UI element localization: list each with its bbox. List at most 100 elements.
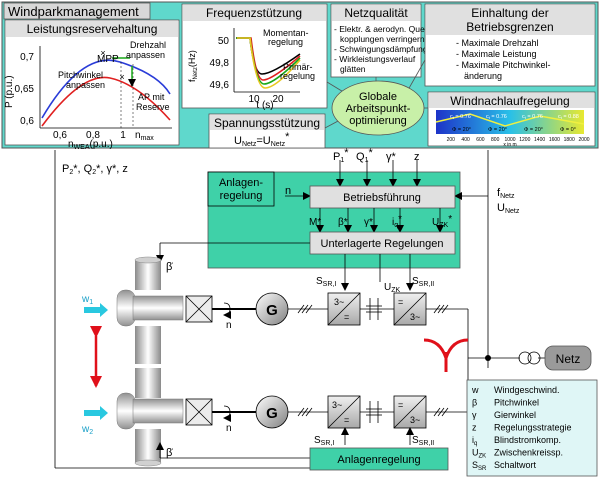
signal-uzk: UZK <box>384 282 401 294</box>
panel-title-box <box>3 2 151 20</box>
signal-uzk-star: UZK* <box>432 214 452 229</box>
converter-2-grid-side: = 3~ <box>393 395 427 429</box>
signal-f-netz: fNetz <box>497 187 515 200</box>
grid-label: Netz <box>556 352 581 366</box>
limits-item-1: - Maximale Drehzahl <box>456 38 539 48</box>
f-tick-49-6: 49,6 <box>210 80 230 91</box>
wake-x-tick: 1600 <box>549 137 560 143</box>
transformer-coil-1 <box>518 351 532 365</box>
wake-ct-label: ct = 0.76 <box>522 114 543 120</box>
label-speed-1: Drehzahl <box>130 40 166 50</box>
legend-description: Gierwinkel <box>494 410 536 420</box>
signal-gamma-star: γ* <box>364 217 373 228</box>
x-nmax: nmax <box>135 130 154 142</box>
legend-symbol: γ <box>472 410 477 420</box>
y-tick-0-6: 0,6 <box>20 116 34 127</box>
power-reserve-box: Leistungsreservehaltung 0,7 0,65 0,6 P (… <box>4 19 180 151</box>
operating-limits-box: Einhaltung der Betriebsgrenzen - Maximal… <box>424 3 596 87</box>
wake-x-tick: 400 <box>461 137 470 143</box>
power-reserve-title: Leistungsreservehaltung <box>27 22 158 36</box>
wake-ct-label: ct = 0.76 <box>486 114 507 120</box>
input-arrows <box>285 160 488 200</box>
nacelle-shaft-1 <box>132 295 184 321</box>
converter-1-machine-side: 3~ = <box>327 292 361 326</box>
blade-upper-2 <box>135 368 161 398</box>
signal-p2-q2: P2*, Q2*, γ*, z <box>62 163 128 176</box>
signal-ssr-2-bottom: SSR,II <box>412 435 434 447</box>
wake-phi-label: Φ = 20° <box>488 127 507 133</box>
wake-phi-label: Φ = 0° <box>560 127 576 133</box>
legend-description: Blindstromkomp. <box>494 435 561 445</box>
signal-beta-star: β* <box>338 217 348 228</box>
wind-arrow-1 <box>84 303 108 317</box>
y-tick-0-7: 0,7 <box>20 52 34 63</box>
wind-park-management-panel: Windparkmanagement Leistungsreservehaltu… <box>1 1 599 151</box>
legend-description: Pitchwinkel <box>494 398 539 408</box>
svg-text:=: = <box>398 400 403 410</box>
tower-2 <box>135 429 161 463</box>
plant-control-label-1: Anlagen- <box>219 177 263 189</box>
signal-ssr-1-top: SSR,I <box>316 276 336 288</box>
bottom-control-lines <box>156 427 414 459</box>
legend-symbol: w <box>471 385 479 395</box>
nacelle-shaft-2 <box>132 398 184 424</box>
limits-item-3: - Maximale Pitchwinkel- <box>456 60 551 70</box>
tower-1 <box>135 326 161 364</box>
signal-iq-star: iq* <box>392 214 402 229</box>
wake-phi-label: Φ = 20° <box>524 127 543 133</box>
plant-control-bottom-label: Anlagenregelung <box>337 454 420 466</box>
hub-1 <box>116 289 136 327</box>
upper-power-curve <box>41 59 171 119</box>
legend-symbol: iq <box>472 435 477 447</box>
converter-1b-ac: 3~ <box>410 312 420 322</box>
legend-description: Zwischenkreissp. <box>494 448 563 458</box>
converter-2b-ac: 3~ <box>410 415 420 425</box>
label-moment-1: Momentan- <box>263 28 309 38</box>
gq-item-4: - Wirkleistungsverlauf <box>334 54 416 64</box>
wake-x-tick: 2000 <box>578 137 589 143</box>
generator-2-label: G <box>266 405 278 422</box>
mpp-cross: × <box>100 48 105 58</box>
gq-item-5: glätten <box>340 64 366 74</box>
f-tick-49-8: 49,8 <box>210 58 230 69</box>
wake-x-tick: 1800 <box>564 137 575 143</box>
label-speed-2: anpassen <box>126 50 165 60</box>
signal-n-1: n <box>226 320 232 331</box>
wake-x-tick: 200 <box>447 137 456 143</box>
t-tick-10: 10 <box>248 94 260 105</box>
wind-label-2: w2 <box>81 424 93 436</box>
freq-curve-yellow <box>237 37 301 89</box>
voltage-support-box: Spannungsstützung UNetz=UNetz* <box>208 113 326 149</box>
legend-symbol: UZK <box>472 448 486 460</box>
label-moment-2: regelung <box>268 37 303 47</box>
grid-quality-box: Netzqualität - Elektr. & aerodyn. Quer- … <box>330 3 431 78</box>
wake-phi-label: Φ = 20° <box>452 127 471 133</box>
signal-p1: P1* <box>333 147 349 164</box>
signal-z: z <box>414 151 420 163</box>
gq-item-1: - Elektr. & aerodyn. Quer- <box>334 24 431 34</box>
converter-2a-ac: 3~ <box>332 400 342 410</box>
converter-1a-ac: 3~ <box>334 297 344 307</box>
signal-n-top: n <box>285 185 291 197</box>
legend-description: Windgeschwind. <box>494 385 560 395</box>
power-lines-1 <box>288 298 469 358</box>
global-optimization-node: Globale Arbeitspunkt- optimierung <box>331 80 425 136</box>
svg-text:=: = <box>344 415 349 425</box>
signal-u-netz: UNetz <box>497 202 520 215</box>
label-primary-2: regelung <box>280 71 315 81</box>
legend-box <box>466 379 598 477</box>
plant-control-label-box <box>207 171 275 207</box>
operation-control-label: Betriebsführung <box>343 192 421 204</box>
sub-control-signal-lines <box>156 242 414 291</box>
signal-m-star: M* <box>309 217 321 228</box>
wake-ct-label: ct = 0.76 <box>450 114 471 120</box>
generator-1-label: G <box>266 302 278 319</box>
wake-labels: ct = 0.76 Φ = 20° ct = 0.76 Φ = 20° ct = 0.7… <box>450 114 579 133</box>
t-tick-20: 20 <box>272 94 284 105</box>
t-axis-label: t (s) <box>256 100 273 111</box>
frequency-title: Frequenzstützung <box>206 6 302 20</box>
voltage-title: Spannungsstützung <box>214 116 320 130</box>
plant-control-bottom-box <box>309 447 449 471</box>
converter-2-machine-side: 3~ = <box>327 395 361 429</box>
converter-1-grid-side: = 3~ <box>393 292 427 326</box>
